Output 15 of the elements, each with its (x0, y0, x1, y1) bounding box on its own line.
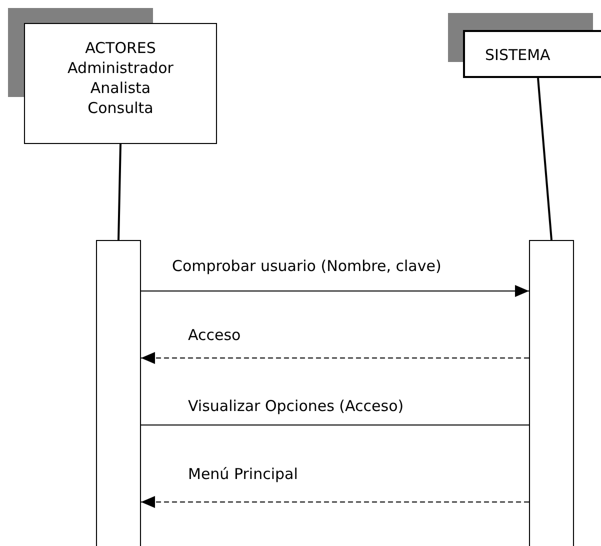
role-text: Administrador (66, 58, 174, 78)
lifeline (537, 78, 552, 240)
lifeline (118, 144, 122, 240)
role-text: Consulta (86, 98, 154, 118)
box-heading: SISTEMA (485, 45, 552, 65)
message-arrow (140, 285, 530, 297)
return-message-arrow (140, 352, 530, 364)
system-box (463, 30, 601, 78)
actor-box (24, 23, 217, 144)
message-label: Comprobar usuario (Nombre, clave) (170, 257, 444, 275)
return-message-arrow (140, 496, 530, 508)
role-text: Analista (89, 78, 152, 98)
activation-bar (96, 240, 141, 546)
box-heading: ACTORES (84, 38, 157, 58)
activation-bar (529, 240, 574, 546)
